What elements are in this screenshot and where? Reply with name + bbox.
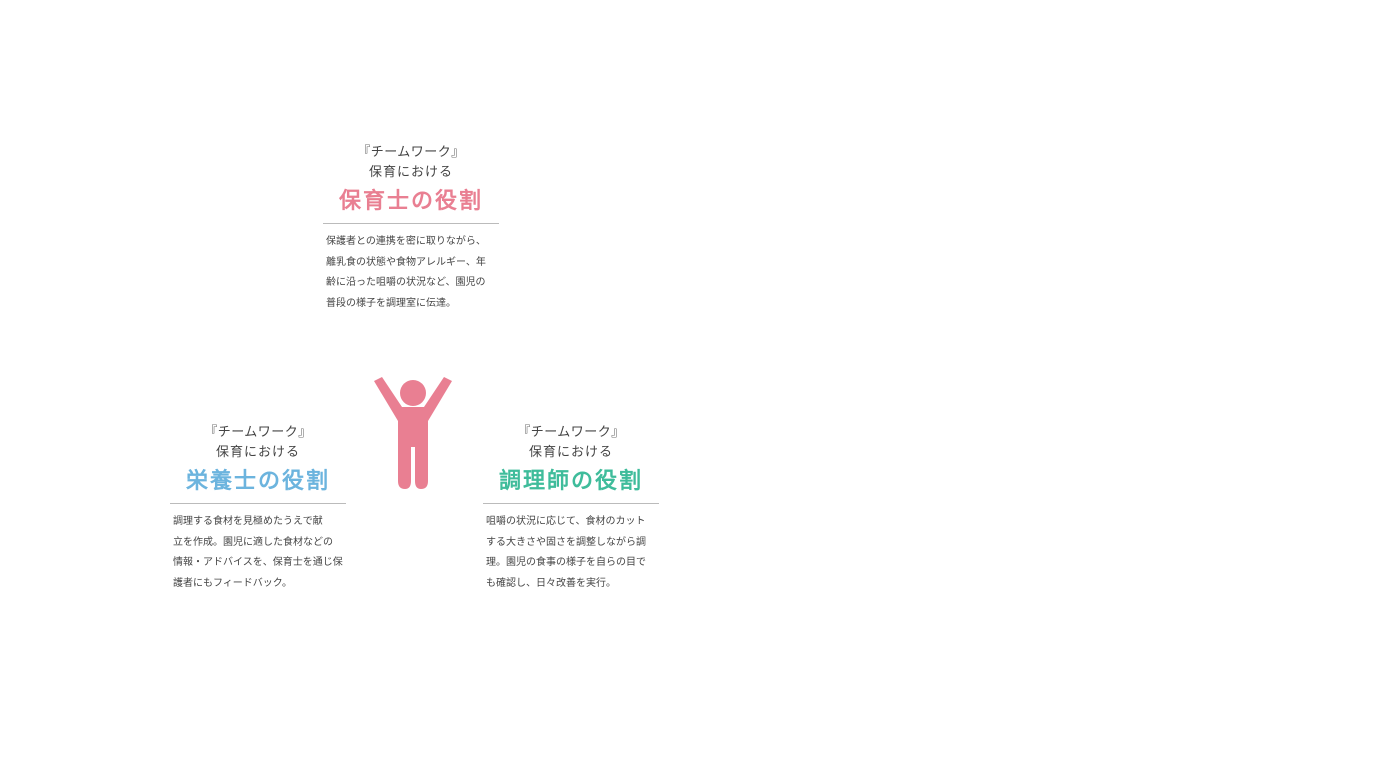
role-title: 調理師の役割 — [498, 469, 643, 494]
team-label: 『チームワーク』 — [204, 425, 312, 440]
team-sub-label: 保育における — [368, 165, 453, 180]
person-arms-raised-icon — [374, 377, 452, 489]
role-title: 保育士の役割 — [338, 189, 483, 214]
role-description: 保護者との連携を密に取りながら、 離乳食の状態や食物アレルギー、年 齢に沿った咀… — [323, 232, 499, 314]
team-sub-label: 保育における — [528, 445, 613, 460]
description-line: 普段の様子を調理室に伝達。 — [326, 297, 456, 309]
role-description: 調理する食材を見極めたうえで献 立を作成。園児に適した食材などの 情報・アドバイ… — [170, 512, 346, 594]
divider — [170, 503, 346, 504]
description-line: 情報・アドバイスを、保育士を通じ保 — [173, 557, 343, 568]
description-line: 理。園児の食事の様子を自らの目で — [486, 557, 646, 568]
description-line: 護者にもフィードバック。 — [173, 577, 292, 589]
divider — [483, 503, 659, 504]
role-card-chourishi: 『チームワーク』 保育における 調理師の役割 咀嚼の状況に応じて、食材のカット … — [483, 423, 659, 594]
description-line: する大きさや固さを調整しながら調 — [486, 536, 646, 548]
description-line: 咀嚼の状況に応じて、食材のカット — [486, 516, 646, 527]
description-line: 齢に沿った咀嚼の状況など、園児の — [326, 277, 486, 288]
role-description: 咀嚼の状況に応じて、食材のカット する大きさや固さを調整しながら調 理。園児の食… — [483, 512, 659, 594]
description-line: も確認し、日々改善を実行。 — [486, 577, 616, 589]
description-line: 離乳食の状態や食物アレルギー、年 — [326, 256, 486, 268]
role-card-eiyoushi: 『チームワーク』 保育における 栄養士の役割 調理する食材を見極めたうえで献 立… — [170, 423, 346, 594]
team-label: 『チームワーク』 — [357, 145, 465, 160]
team-sub-label: 保育における — [215, 445, 300, 460]
description-line: 立を作成。園児に適した食材などの — [173, 536, 333, 548]
description-line: 保護者との連携を密に取りながら、 — [326, 236, 486, 247]
description-line: 調理する食材を見極めたうえで献 — [173, 516, 323, 527]
divider — [323, 223, 499, 224]
role-title: 栄養士の役割 — [185, 469, 330, 494]
team-label: 『チームワーク』 — [517, 425, 625, 440]
role-card-hoikushi: 『チームワーク』 保育における 保育士の役割 保護者との連携を密に取りながら、 … — [323, 143, 499, 314]
